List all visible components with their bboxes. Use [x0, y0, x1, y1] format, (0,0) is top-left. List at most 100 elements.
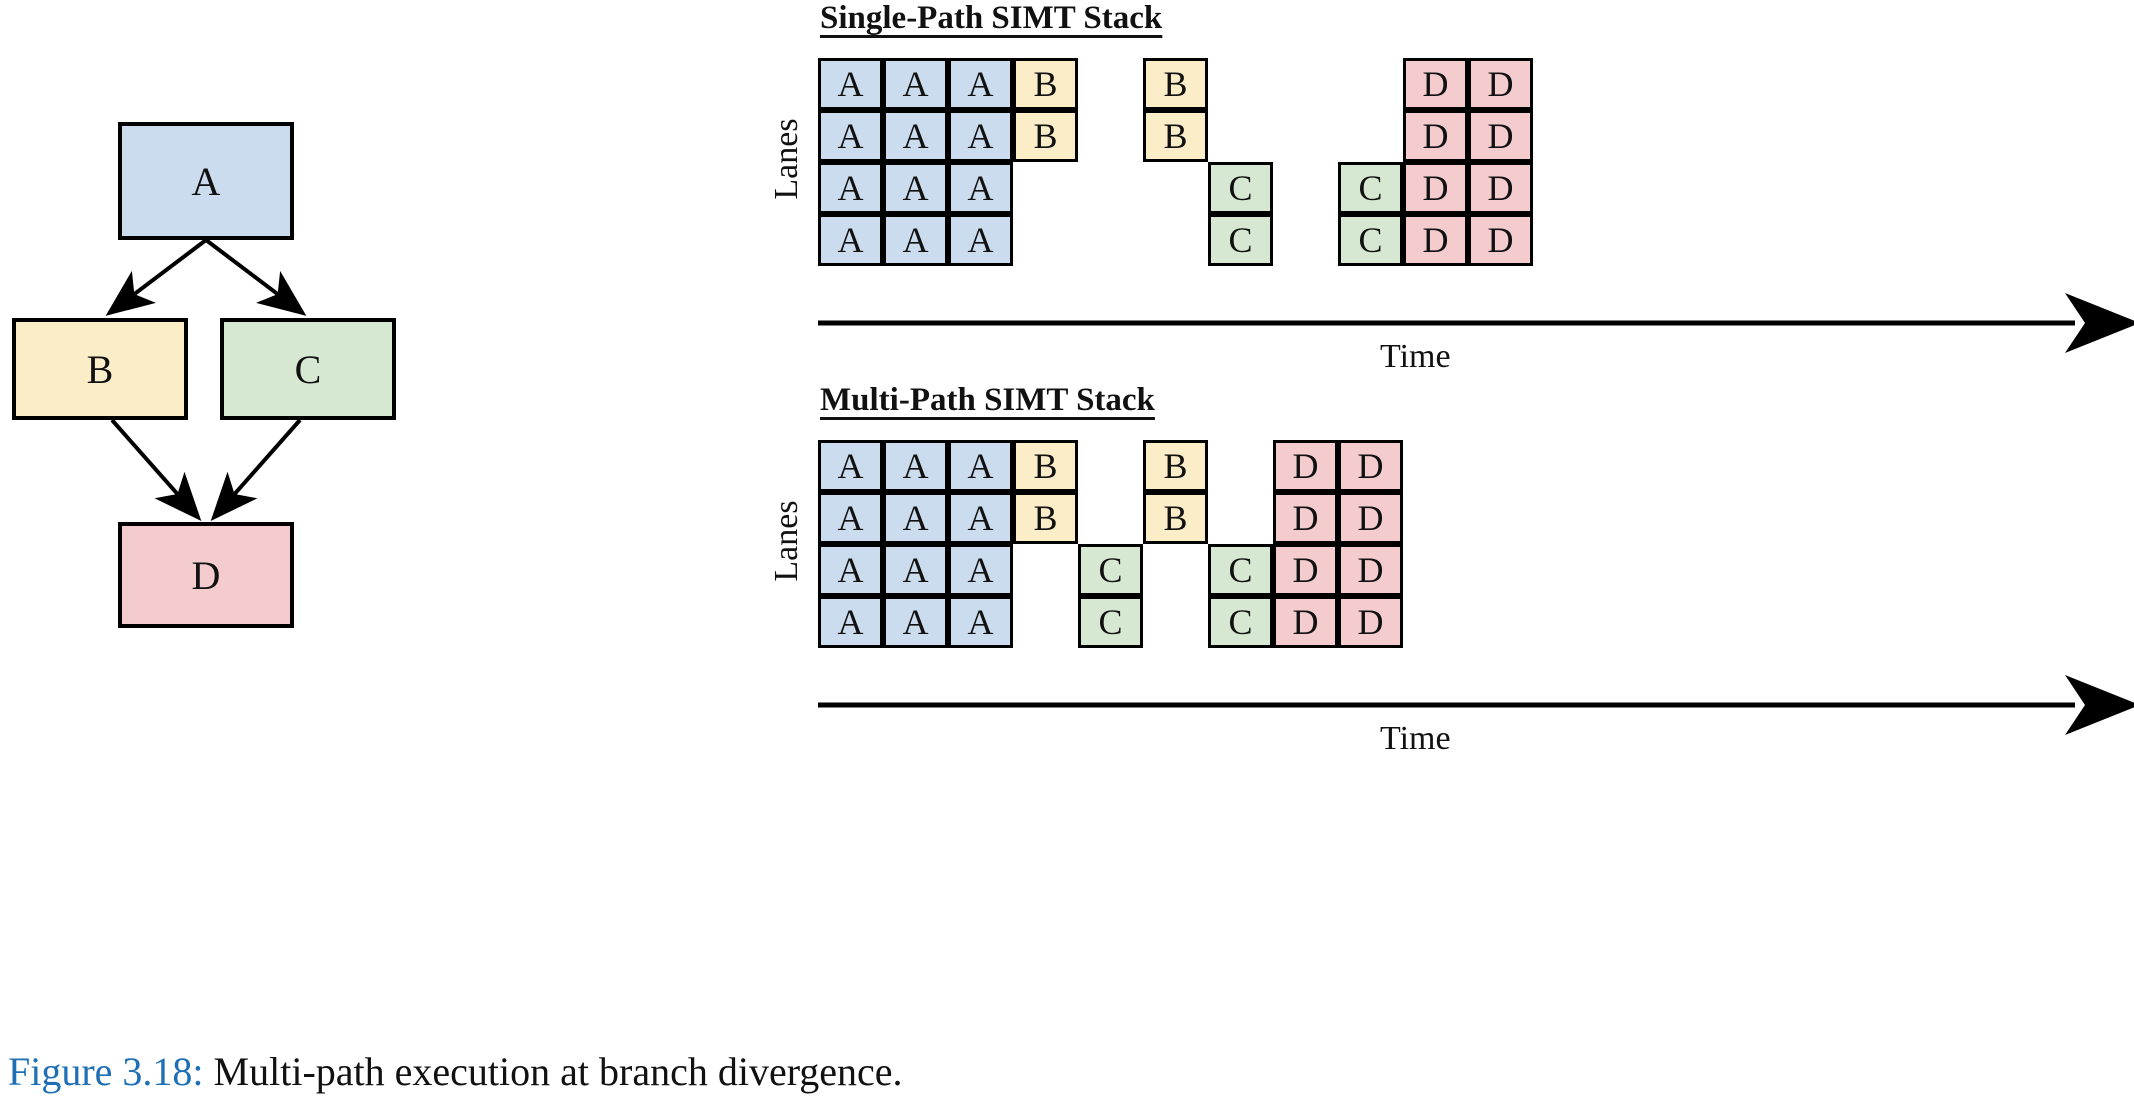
- timeline-cell-b[interactable]: B: [1013, 58, 1078, 110]
- timeline-cell-d[interactable]: D: [1273, 440, 1338, 492]
- timeline-cell-a[interactable]: A: [818, 162, 883, 214]
- timeline-cell-d[interactable]: D: [1338, 440, 1403, 492]
- timeline-cell-a[interactable]: A: [883, 492, 948, 544]
- timeline-cell-a[interactable]: A: [883, 110, 948, 162]
- timeline-cell-d[interactable]: D: [1338, 492, 1403, 544]
- timeline-cell-c[interactable]: C: [1338, 162, 1403, 214]
- timeline-cell-label: D: [1487, 116, 1514, 156]
- timeline-cell-a[interactable]: A: [948, 596, 1013, 648]
- timeline-cell-d[interactable]: D: [1468, 58, 1533, 110]
- timeline-cell-label: D: [1357, 602, 1384, 642]
- cfg-node-b[interactable]: B: [12, 318, 188, 420]
- timeline-cell-a[interactable]: A: [948, 110, 1013, 162]
- timeline-cell-label: A: [967, 550, 994, 590]
- timeline-cell-a[interactable]: A: [818, 214, 883, 266]
- timeline-cell-c[interactable]: C: [1338, 214, 1403, 266]
- timeline-cell-b[interactable]: B: [1143, 440, 1208, 492]
- cfg-node-a[interactable]: A: [118, 122, 294, 240]
- timeline-cell-b[interactable]: B: [1013, 110, 1078, 162]
- timeline-cell-c[interactable]: C: [1208, 214, 1273, 266]
- timeline-cell-d[interactable]: D: [1338, 544, 1403, 596]
- timeline-cell-a[interactable]: A: [818, 544, 883, 596]
- timeline-cell-a[interactable]: A: [948, 492, 1013, 544]
- timeline-cell-label: A: [902, 64, 929, 104]
- timeline-cell-label: C: [1228, 550, 1253, 590]
- timeline-cell-label: C: [1228, 168, 1253, 208]
- timeline-cell-a[interactable]: A: [818, 58, 883, 110]
- timeline-cell-label: D: [1292, 550, 1319, 590]
- chart1-title: Single-Path SIMT Stack: [820, 0, 1163, 36]
- timeline-cell-c[interactable]: C: [1078, 544, 1143, 596]
- timeline-cell-label: D: [1292, 498, 1319, 538]
- timeline-cell-label: C: [1228, 602, 1253, 642]
- timeline-cell-label: D: [1487, 168, 1514, 208]
- timeline-cell-d[interactable]: D: [1468, 214, 1533, 266]
- cfg-node-label: D: [191, 552, 221, 598]
- timeline-cell-a[interactable]: A: [883, 596, 948, 648]
- timeline-cell-c[interactable]: C: [1208, 162, 1273, 214]
- timeline-cell-a[interactable]: A: [818, 492, 883, 544]
- timeline-cell-label: C: [1358, 220, 1383, 260]
- timeline-cell-label: A: [902, 116, 929, 156]
- timeline-cell-a[interactable]: A: [948, 544, 1013, 596]
- timeline-cell-c[interactable]: C: [1208, 596, 1273, 648]
- timeline-cell-label: A: [967, 168, 994, 208]
- timeline-cell-label: B: [1163, 116, 1188, 156]
- timeline-cell-b[interactable]: B: [1143, 110, 1208, 162]
- timeline-cell-label: A: [967, 220, 994, 260]
- timeline-cell-a[interactable]: A: [948, 162, 1013, 214]
- timeline-cell-a[interactable]: A: [948, 440, 1013, 492]
- timeline-cell-label: A: [837, 446, 864, 486]
- timeline-cell-d[interactable]: D: [1403, 162, 1468, 214]
- timeline-cell-a[interactable]: A: [883, 214, 948, 266]
- cfg-node-c[interactable]: C: [220, 318, 396, 420]
- timeline-cell-d[interactable]: D: [1468, 110, 1533, 162]
- timeline-cell-label: B: [1033, 64, 1058, 104]
- chart2-title: Multi-Path SIMT Stack: [820, 382, 1155, 418]
- timeline-cell-b[interactable]: B: [1143, 492, 1208, 544]
- timeline-cell-b[interactable]: B: [1143, 58, 1208, 110]
- timeline-cell-d[interactable]: D: [1273, 544, 1338, 596]
- timeline-cell-a[interactable]: A: [883, 58, 948, 110]
- timeline-cell-d[interactable]: D: [1468, 162, 1533, 214]
- timeline-cell-d[interactable]: D: [1403, 214, 1468, 266]
- timeline-cell-c[interactable]: C: [1208, 544, 1273, 596]
- timeline-cell-a[interactable]: A: [818, 440, 883, 492]
- figure-caption: Figure 3.18: Multi-path execution at bra…: [8, 1048, 903, 1095]
- timeline-cell-label: D: [1292, 602, 1319, 642]
- timeline-cell-a[interactable]: A: [948, 214, 1013, 266]
- timeline-cell-label: A: [837, 64, 864, 104]
- timeline-cell-label: A: [967, 498, 994, 538]
- timeline-cell-b[interactable]: B: [1013, 440, 1078, 492]
- timeline-cell-label: D: [1292, 446, 1319, 486]
- timeline-cell-label: D: [1357, 550, 1384, 590]
- timeline-cell-d[interactable]: D: [1403, 110, 1468, 162]
- timeline-cell-d[interactable]: D: [1273, 596, 1338, 648]
- timeline-cell-label: B: [1033, 116, 1058, 156]
- timeline-cell-c[interactable]: C: [1078, 596, 1143, 648]
- timeline-cell-a[interactable]: A: [883, 440, 948, 492]
- timeline-cell-a[interactable]: A: [818, 596, 883, 648]
- timeline-cell-label: C: [1098, 550, 1123, 590]
- timeline-cell-d[interactable]: D: [1273, 492, 1338, 544]
- timeline-cell-a[interactable]: A: [818, 110, 883, 162]
- timeline-cell-label: B: [1163, 446, 1188, 486]
- cfg-node-d[interactable]: D: [118, 522, 294, 628]
- timeline-cell-b[interactable]: B: [1013, 492, 1078, 544]
- timeline-cell-a[interactable]: A: [883, 162, 948, 214]
- timeline-cell-d[interactable]: D: [1338, 596, 1403, 648]
- timeline-cell-label: B: [1163, 498, 1188, 538]
- chart1-time-label: Time: [1380, 338, 1451, 375]
- timeline-cell-label: A: [837, 220, 864, 260]
- timeline-cell-label: A: [837, 116, 864, 156]
- cfg-node-label: C: [294, 346, 322, 392]
- timeline-cell-d[interactable]: D: [1403, 58, 1468, 110]
- timeline-cell-a[interactable]: A: [883, 544, 948, 596]
- timeline-cell-label: D: [1487, 220, 1514, 260]
- timeline-cell-label: A: [837, 550, 864, 590]
- timeline-cell-a[interactable]: A: [948, 58, 1013, 110]
